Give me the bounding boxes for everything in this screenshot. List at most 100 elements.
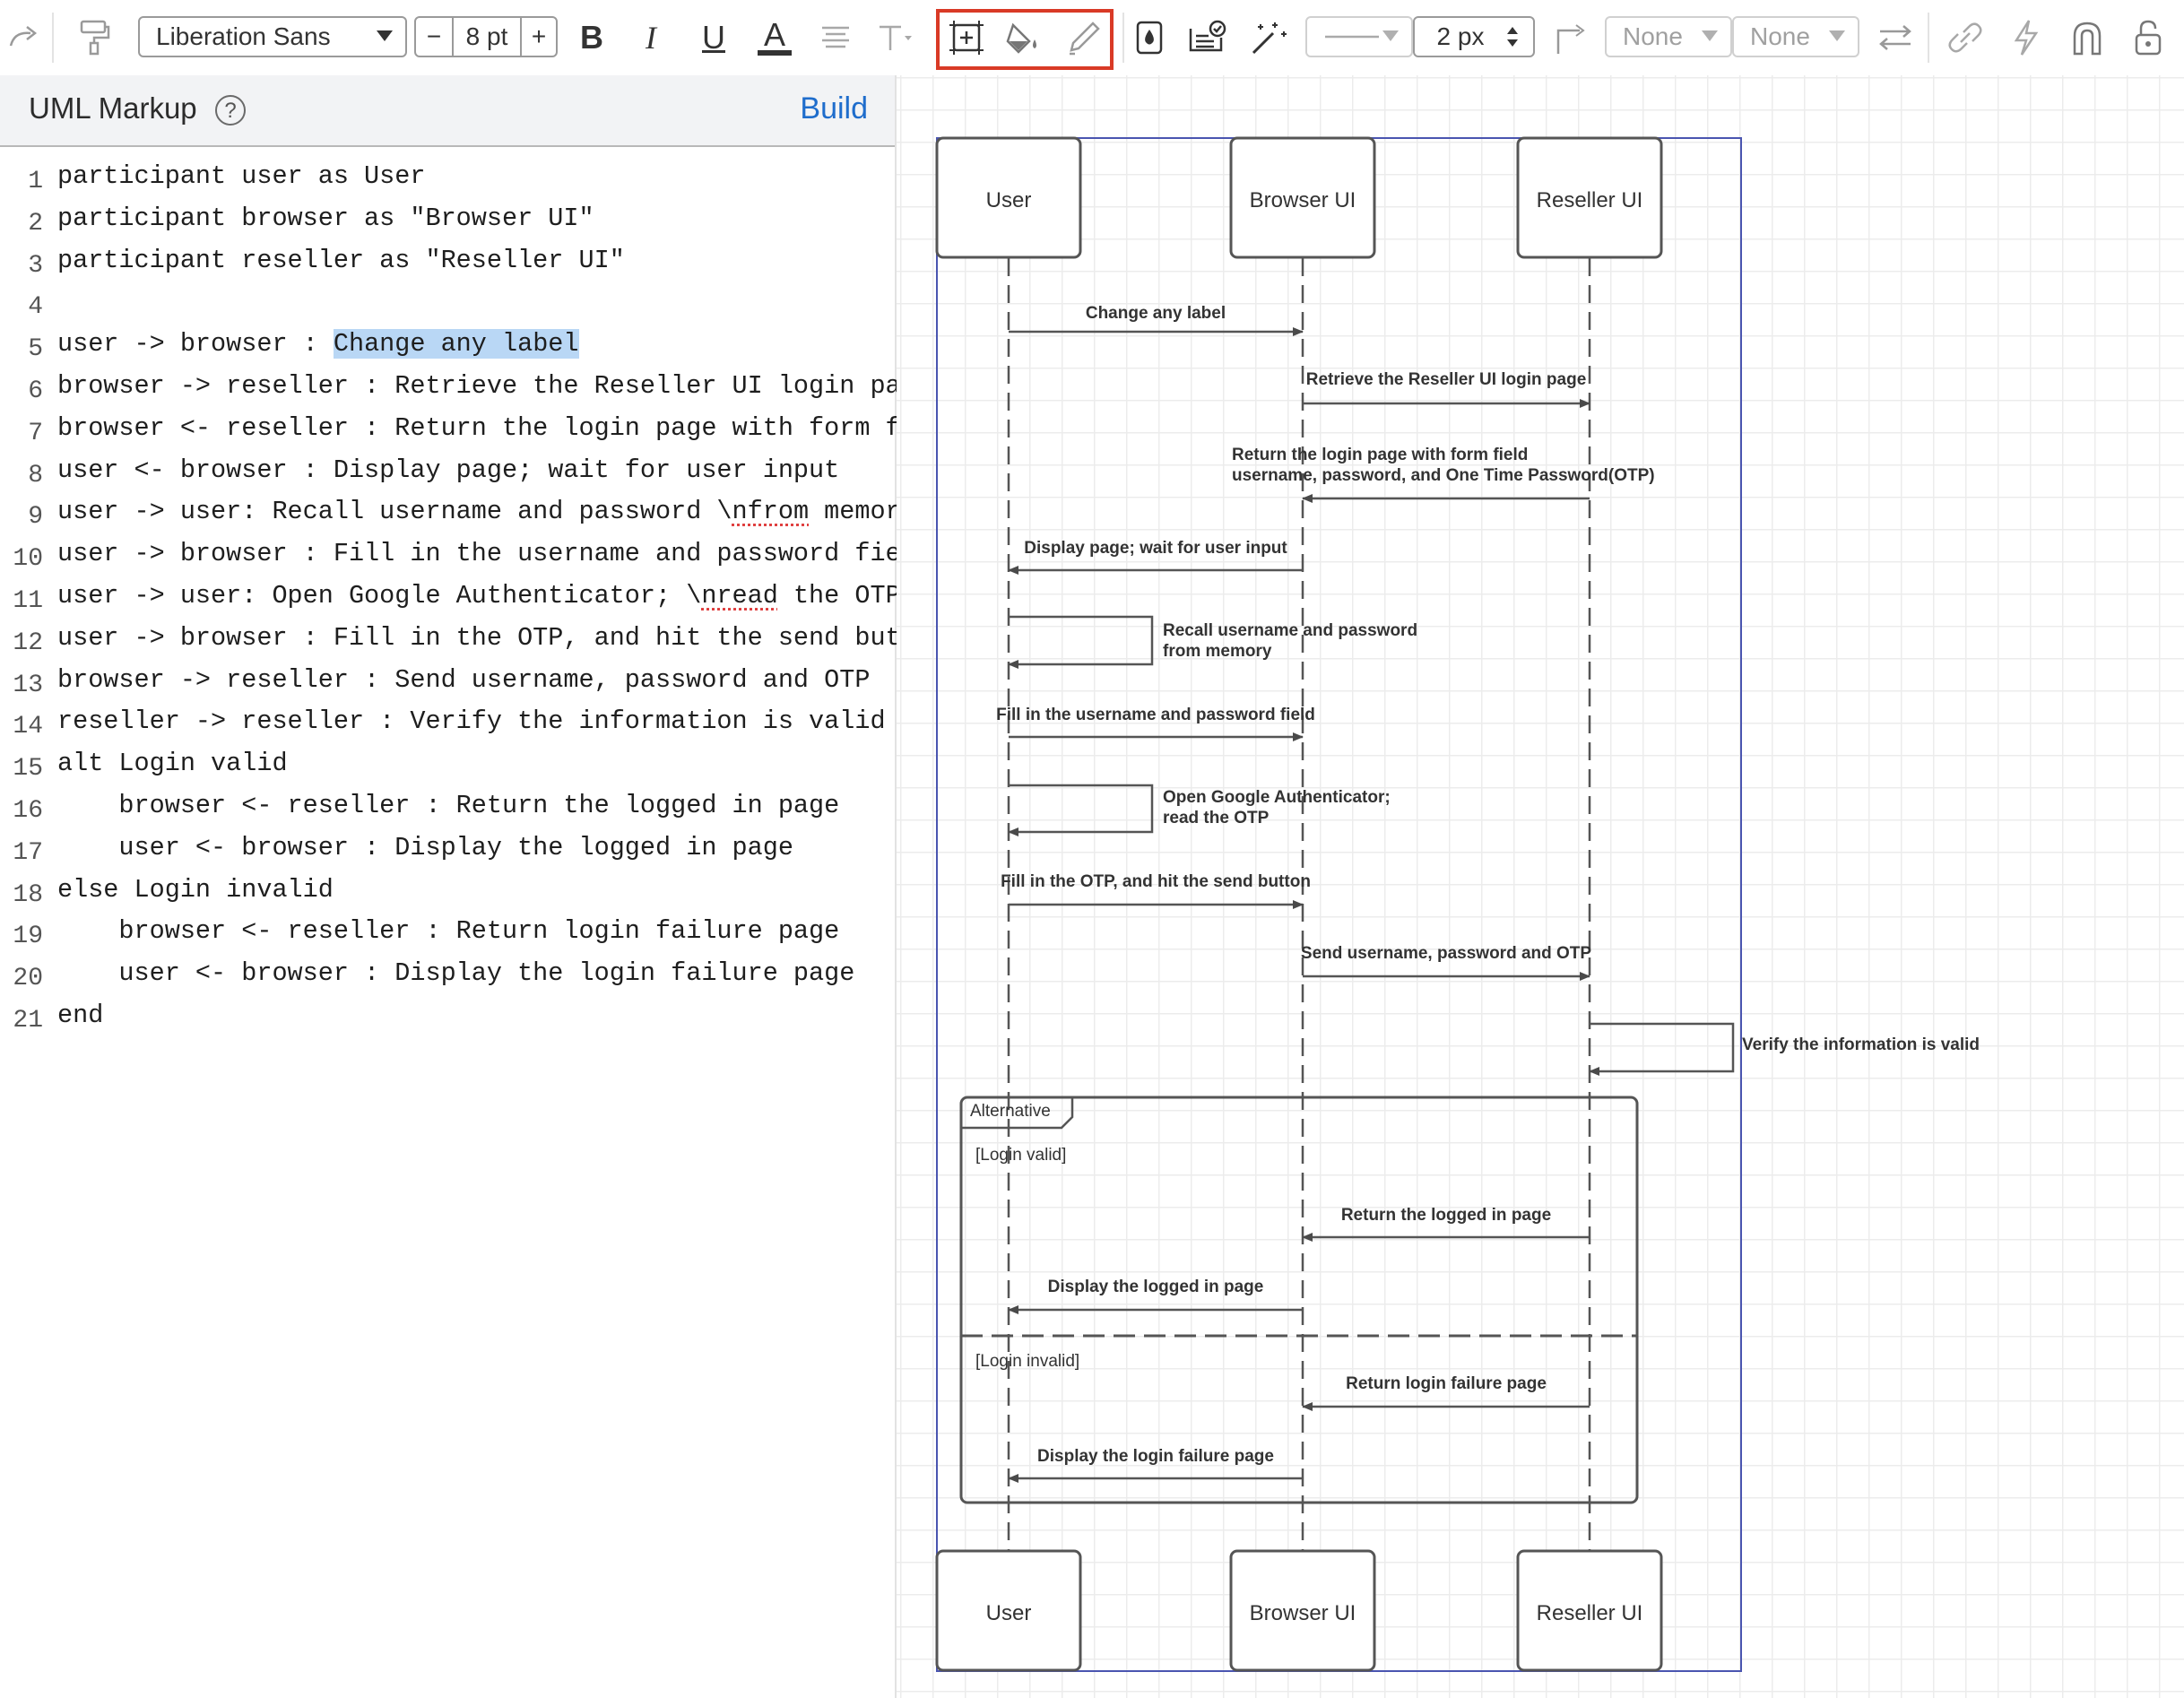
code-line[interactable]: 19 browser <- reseller : Return login fa…: [0, 911, 895, 952]
line-width-stepper[interactable]: 2 px: [1413, 16, 1535, 57]
code-text: reseller -> reseller : Verify the inform…: [57, 701, 886, 742]
code-segment: participant reseller as "Reseller UI": [57, 245, 625, 275]
magnet-icon[interactable]: [2066, 0, 2109, 75]
line-number: 16: [13, 797, 43, 825]
spellcheck-word: nfrom: [732, 497, 810, 527]
format-painter-icon[interactable]: [72, 0, 117, 75]
participant-box: [935, 1549, 1082, 1672]
code-line[interactable]: 3 participant reseller as "Reseller UI": [0, 240, 895, 282]
end-arrow-select[interactable]: None: [1732, 16, 1859, 57]
line-number: 5: [28, 335, 43, 364]
selected-text: Change any label: [333, 329, 579, 360]
lightning-icon[interactable]: [2005, 0, 2048, 75]
message-label: Recall username and password: [1163, 621, 1417, 640]
chevron-down-icon: [1829, 30, 1845, 41]
participant-head: Reseller UI: [1516, 136, 1663, 259]
line-number: 13: [13, 671, 43, 699]
message-label: username, password, and One Time Passwor…: [1232, 466, 1655, 485]
chevron-down-icon: [1382, 30, 1399, 41]
help-icon[interactable]: ?: [215, 95, 246, 126]
swap-icon[interactable]: [1874, 0, 1917, 75]
style-check-icon[interactable]: [1185, 0, 1230, 75]
line-number: 14: [13, 713, 43, 741]
redo-icon[interactable]: [0, 0, 50, 75]
opacity-icon[interactable]: [1130, 0, 1169, 75]
code-text: user -> user: Recall username and passwo…: [57, 491, 916, 533]
line-number: 12: [13, 628, 43, 657]
magic-wand-icon[interactable]: [1246, 0, 1291, 75]
font-color-button[interactable]: A: [755, 0, 794, 75]
start-arrow-select[interactable]: None: [1605, 16, 1732, 57]
code-line[interactable]: 17 user <- browser : Display the logged …: [0, 827, 895, 869]
stepper-arrows-icon[interactable]: [1506, 25, 1519, 48]
bold-button[interactable]: B: [580, 19, 603, 56]
fill-color-icon[interactable]: [1002, 0, 1047, 75]
font-size-stepper[interactable]: − 8 pt +: [414, 16, 558, 57]
code-text: user <- browser : Display the logged in …: [57, 827, 793, 869]
line-number: 6: [28, 377, 43, 405]
highlight-box: [936, 9, 1114, 70]
code-segment: user -> user: Open Google Authenticator;…: [57, 581, 702, 611]
message-label: Display page; wait for user input: [1024, 539, 1287, 558]
decrease-font-button[interactable]: −: [416, 18, 454, 56]
code-line[interactable]: 20 user <- browser : Display the login f…: [0, 953, 895, 994]
participant-box: [935, 136, 1082, 259]
line-number: 3: [28, 251, 43, 280]
italic-button[interactable]: I: [646, 20, 656, 56]
code-segment: reseller -> reseller : Verify the inform…: [57, 706, 886, 737]
lock-icon[interactable]: [2127, 0, 2170, 75]
code-text: participant user as User: [57, 156, 425, 197]
text-options-icon[interactable]: [875, 0, 914, 75]
underline-button[interactable]: U: [702, 19, 725, 56]
line-color-icon[interactable]: [1062, 0, 1106, 75]
code-segment: user -> user: Recall username and passwo…: [57, 497, 732, 527]
code-line[interactable]: 4: [0, 282, 895, 323]
message-label: Open Google Authenticator;: [1163, 788, 1391, 807]
font-size-value[interactable]: 8 pt: [465, 22, 508, 50]
chevron-down-icon: [377, 30, 393, 41]
build-button[interactable]: Build: [800, 91, 868, 126]
spellcheck-word: nread: [701, 581, 778, 611]
link-icon[interactable]: [1944, 0, 1987, 75]
code-text: user <- browser : Display the login fail…: [57, 953, 854, 994]
message-label: Display the logged in page: [1048, 1278, 1264, 1296]
toolbar-divider: [1122, 13, 1124, 63]
line-style-select[interactable]: [1305, 16, 1413, 57]
code-text: end: [57, 995, 103, 1036]
message-label: from memory: [1163, 642, 1272, 661]
code-segment: alt Login valid: [57, 749, 288, 779]
increase-font-button[interactable]: +: [520, 18, 556, 56]
code-line[interactable]: 13 browser -> reseller : Send username, p…: [0, 660, 895, 701]
font-family-select[interactable]: Liberation Sans: [138, 16, 407, 57]
code-line[interactable]: 14 reseller -> reseller : Verify the info…: [0, 701, 895, 742]
code-line[interactable]: 16 browser <- reseller : Return the logg…: [0, 785, 895, 827]
panel-title: UML Markup: [29, 91, 197, 125]
align-text-icon[interactable]: [818, 0, 854, 75]
connector-icon[interactable]: [1549, 0, 1592, 75]
code-text: browser <- reseller : Return login failu…: [57, 911, 839, 952]
code-text: browser -> reseller : Send username, pas…: [57, 660, 870, 701]
participant-label: Browser UI: [1250, 1601, 1356, 1625]
self-message-arrow: [1008, 615, 1154, 669]
shape-selection-icon[interactable]: [945, 0, 988, 75]
code-segment: the OTP: [777, 581, 901, 611]
code-text: participant browser as "Browser UI": [57, 198, 594, 239]
participant-foot: Reseller UI: [1516, 1549, 1663, 1672]
code-segment: browser -> reseller : Send username, pas…: [57, 664, 871, 695]
